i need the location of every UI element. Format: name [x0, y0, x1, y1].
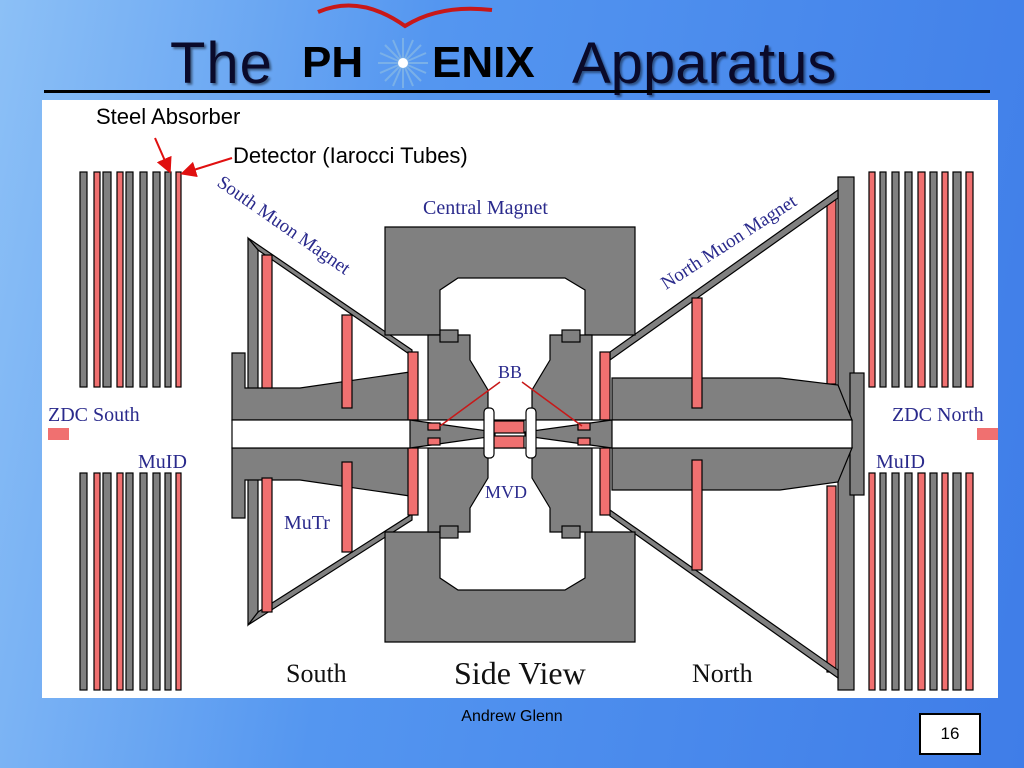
annotation-detector: Detector (Iarocci Tubes) [233, 143, 468, 168]
zdc-south-marker [48, 428, 69, 440]
phoenix-star-icon [378, 38, 428, 88]
phenix-side-view-diagram: Central Magnet South Muon Magnet North M… [48, 137, 998, 691]
page-number-text: 16 [940, 724, 960, 743]
south-muon-magnet [231, 236, 419, 627]
label-zdc-north: ZDC North [892, 404, 984, 426]
label-zdc-south: ZDC South [48, 404, 140, 426]
title-apparatus: Apparatus [572, 31, 837, 96]
label-side-view: Side View [454, 655, 586, 691]
muid-north-upper [868, 171, 974, 388]
annotation-steel-absorber: Steel Absorber [96, 104, 241, 129]
label-bb: BB [498, 362, 522, 382]
label-mutr: MuTr [284, 512, 330, 534]
label-south: South [286, 659, 347, 688]
title-underline [44, 90, 990, 93]
footer-author: Andrew Glenn [461, 708, 563, 725]
title-the: The [170, 31, 273, 96]
label-muid-south: MuID [138, 451, 187, 473]
title-enix: ENIX [432, 38, 535, 87]
north-muon-magnet [599, 188, 853, 680]
bb-pointer [439, 381, 583, 427]
label-central-magnet: Central Magnet [423, 197, 548, 219]
zdc-north-marker [977, 428, 998, 440]
annotation-arrows [154, 137, 233, 178]
muid-south-lower [79, 472, 182, 691]
page-number: 16 [919, 713, 981, 755]
muid-north-lower [868, 472, 974, 691]
title-ph: PH [302, 38, 364, 87]
label-mvd: MVD [485, 482, 527, 502]
beam-region [231, 407, 853, 459]
muid-south-upper [79, 171, 182, 388]
central-magnet [384, 226, 636, 643]
label-north-muon-magnet: North Muon Magnet [657, 191, 801, 295]
phoenix-swoosh [317, 3, 493, 29]
label-north: North [692, 659, 753, 688]
label-muid-north: MuID [876, 451, 925, 473]
slide-title: The PH ENIX Apparatus [0, 3, 1024, 98]
diagram-panel: Central Magnet South Muon Magnet North M… [42, 100, 998, 698]
